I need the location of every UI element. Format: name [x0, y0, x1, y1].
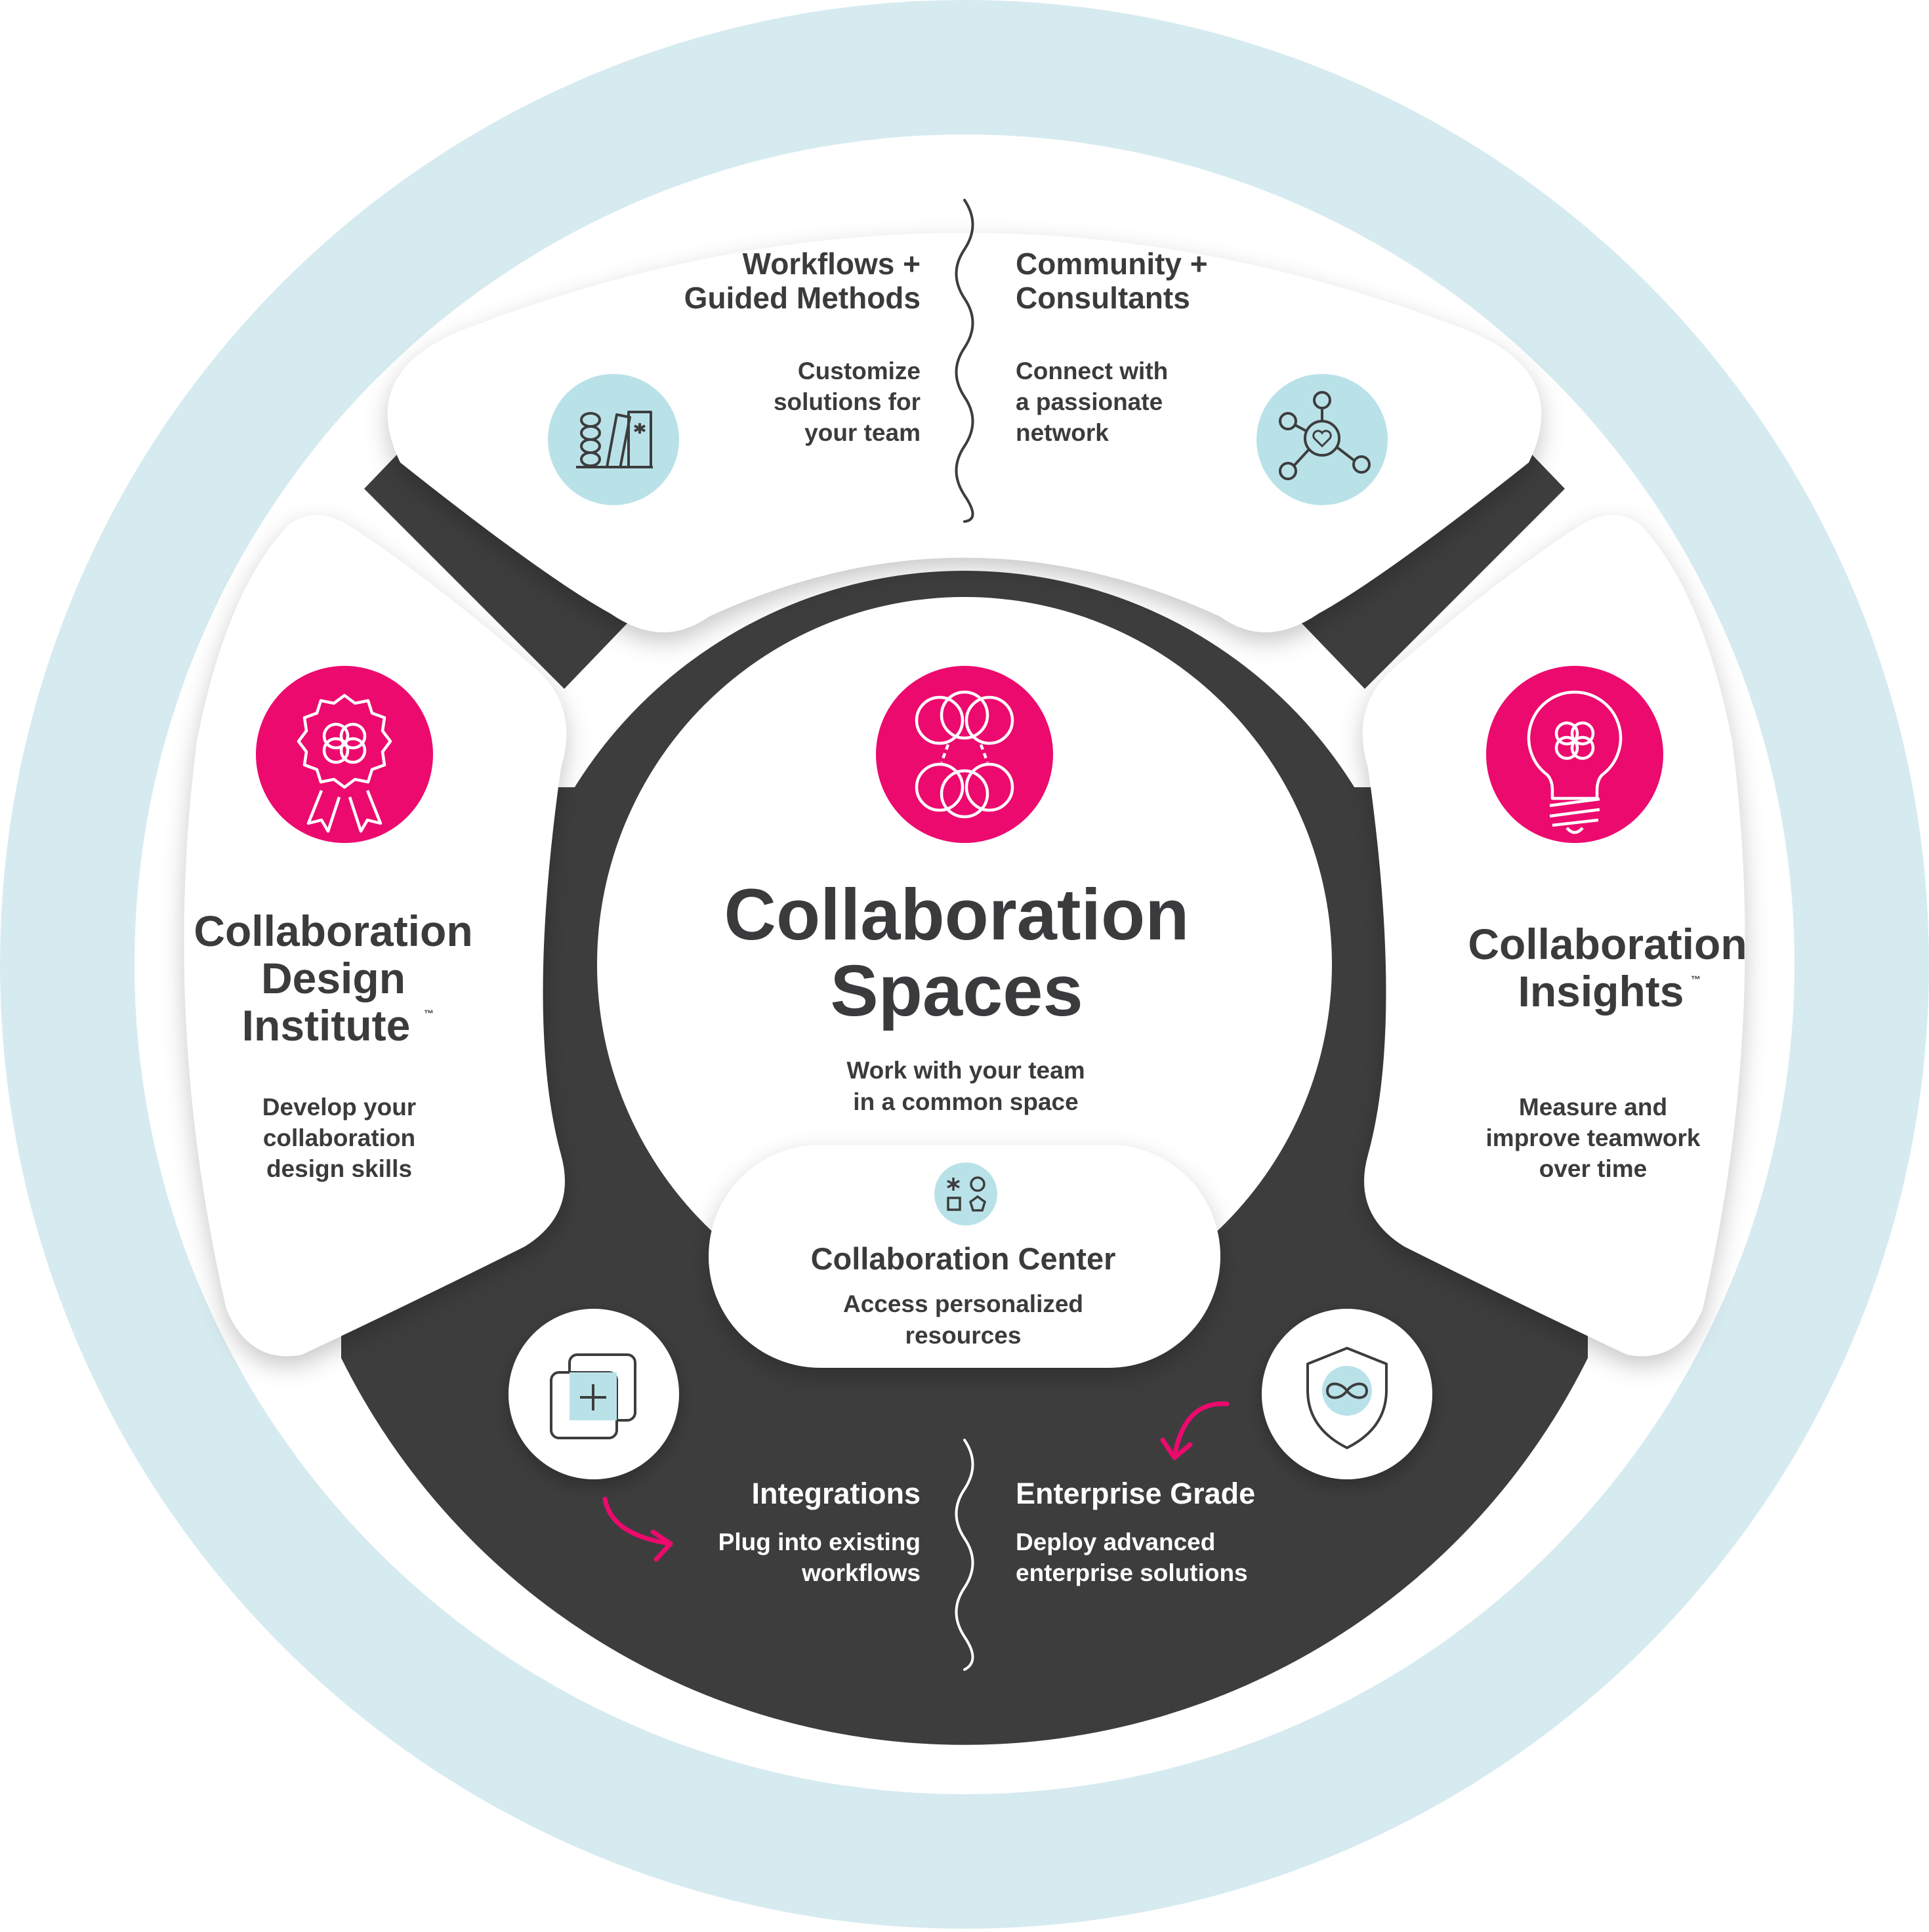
collab-center-desc-line1: Access personalized [843, 1290, 1083, 1317]
center-title-line2: Spaces [830, 951, 1083, 1031]
center-disc [597, 597, 1332, 1332]
insights-title-line1: Collaboration [1468, 920, 1747, 968]
shapes-icon [934, 1162, 997, 1225]
shield-infinity-icon[interactable] [1262, 1309, 1432, 1479]
workflows-title-line1: Workflows + [743, 247, 921, 281]
community-title-line2: Consultants [1016, 281, 1190, 315]
enterprise-arrow-icon [1160, 1401, 1230, 1460]
cdi-desc-line2: collaboration [263, 1124, 415, 1151]
integrations-arrow-icon [602, 1496, 673, 1562]
lightbulb-icon [1486, 666, 1663, 843]
integrations-desc-line2: workflows [801, 1559, 921, 1586]
community-title-line1: Community + [1016, 247, 1208, 281]
center-desc-line1: Work with your team [846, 1057, 1085, 1084]
cdi-desc-line1: Develop your [262, 1094, 416, 1120]
cdi-trademark: ™ [424, 1008, 434, 1019]
award-ribbon-icon [256, 666, 433, 843]
top-panel [387, 233, 1542, 632]
insights-desc-line2: improve teamwork [1486, 1124, 1701, 1151]
center-desc-line2: in a common space [853, 1088, 1078, 1115]
bookshelf-icon [548, 374, 679, 505]
community-desc-line2: a passionate [1016, 388, 1163, 415]
integrations-desc-line1: Plug into existing [718, 1529, 921, 1555]
workflows-desc-line2: solutions for [774, 388, 921, 415]
enterprise-desc-line2: enterprise solutions [1016, 1559, 1248, 1586]
cdi-desc-line3: design skills [266, 1155, 412, 1182]
cdi-title-line1: Collaboration [194, 907, 472, 955]
insights-trademark: ™ [1691, 974, 1701, 985]
cdi-title-line2: Design [261, 954, 405, 1002]
insights-desc-line1: Measure and [1519, 1094, 1667, 1120]
insights-desc-line3: over time [1539, 1155, 1648, 1182]
collaboration-center-card[interactable] [709, 1145, 1220, 1368]
collab-center-title[interactable]: Collaboration Center [811, 1241, 1116, 1276]
enterprise-title: Enterprise Grade [1016, 1477, 1255, 1510]
interlocking-circles-icon [876, 666, 1053, 843]
enterprise-desc-line1: Deploy advanced [1016, 1529, 1215, 1555]
center-title-line1: Collaboration [724, 874, 1190, 955]
workflows-title-line2: Guided Methods [684, 281, 921, 315]
workflows-desc-line1: Customize [798, 358, 921, 384]
top-wavy-divider [955, 199, 974, 523]
cdi-title-line3: Institute [242, 1001, 411, 1050]
community-desc-line3: network [1016, 419, 1109, 446]
workflows-desc-line3: your team [804, 419, 921, 446]
bottom-wavy-divider [955, 1439, 974, 1671]
collab-center-desc-line2: resources [905, 1322, 1022, 1349]
integrations-title: Integrations [751, 1477, 921, 1510]
insights-title-line2: Insights [1518, 967, 1684, 1016]
network-heart-icon [1256, 374, 1388, 505]
community-desc-line1: Connect with [1016, 358, 1168, 384]
add-window-icon[interactable] [508, 1309, 679, 1479]
